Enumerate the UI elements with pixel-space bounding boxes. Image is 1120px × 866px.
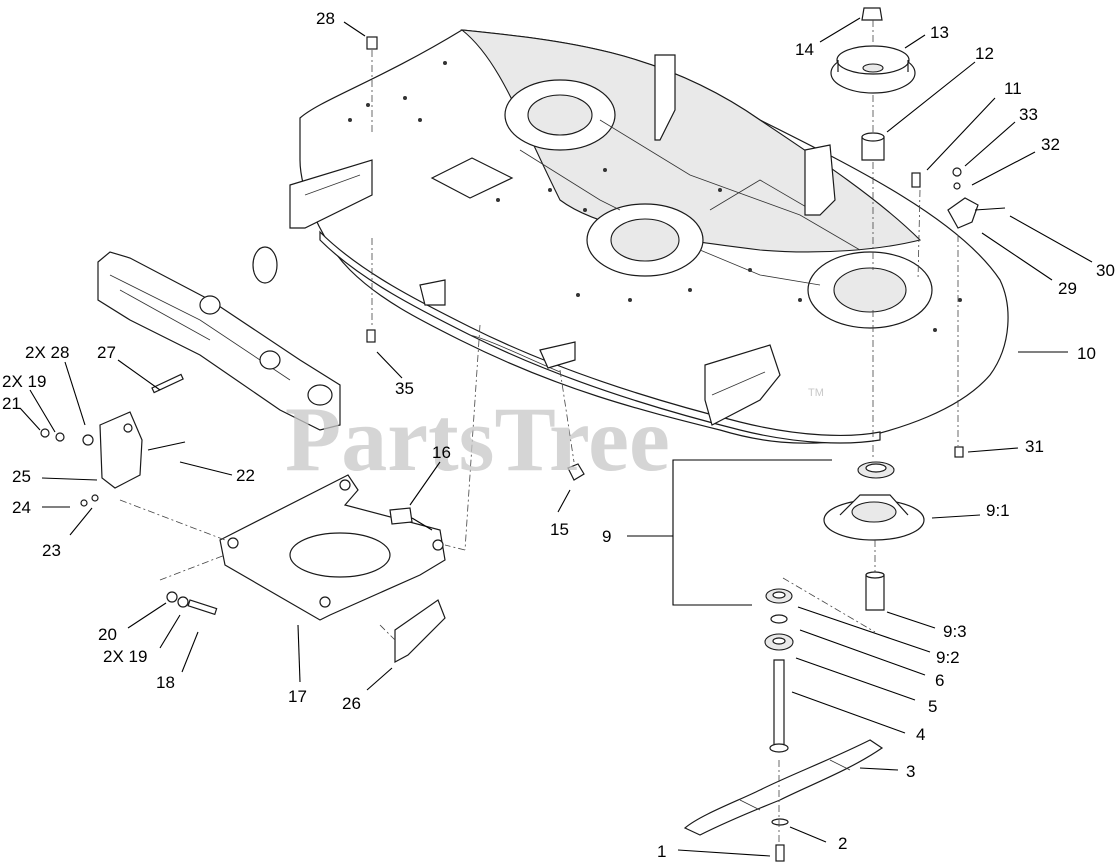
callout-14: 14 (795, 40, 814, 59)
callout-6: 6 (935, 671, 944, 690)
callout-2x19-upper: 2X 19 (2, 372, 46, 391)
spindle-assembly (683, 461, 925, 862)
callout-30: 30 (1096, 261, 1115, 280)
callout-9: 9 (602, 527, 611, 546)
callout-9-1: 9:1 (986, 501, 1010, 520)
watermark-text: PartsTree (285, 388, 670, 490)
callout-5: 5 (928, 697, 937, 716)
callout-24: 24 (12, 498, 31, 517)
mower-deck (289, 29, 1009, 458)
pulley-stack (830, 7, 916, 460)
callout-20: 20 (98, 625, 117, 644)
leader-lines (19, 17, 1093, 857)
mount-plate-17 (119, 474, 446, 664)
callout-10: 10 (1077, 344, 1096, 363)
callout-2: 2 (838, 834, 847, 853)
callout-16: 16 (432, 443, 451, 462)
callout-27: 27 (97, 343, 116, 362)
callout-4: 4 (916, 725, 925, 744)
callout-23: 23 (42, 541, 61, 560)
callout-9-2: 9:2 (936, 648, 960, 667)
callout-25: 25 (12, 467, 31, 486)
callout-22: 22 (236, 466, 255, 485)
lift-arm (97, 246, 341, 431)
watermark-tm: TM (808, 387, 824, 399)
callout-11: 11 (1004, 79, 1022, 98)
callout-32: 32 (1041, 135, 1060, 154)
callout-18: 18 (156, 673, 175, 692)
mount-bracket-25 (40, 373, 186, 507)
callout-13: 13 (930, 23, 949, 42)
part-15 (567, 463, 585, 481)
callout-2x28: 2X 28 (25, 343, 69, 362)
callout-labels: 1 2 3 4 5 6 9:2 9:3 9 9:1 31 10 29 30 32… (2, 9, 1115, 861)
callout-29: 29 (1058, 279, 1077, 298)
callout-17: 17 (288, 687, 307, 706)
callout-15: 15 (550, 520, 569, 539)
callout-1: 1 (657, 842, 666, 861)
callout-21: 21 (2, 394, 21, 413)
callout-3: 3 (906, 762, 915, 781)
callout-35: 35 (395, 379, 414, 398)
callout-28: 28 (316, 9, 335, 28)
callout-33: 33 (1019, 105, 1038, 124)
callout-2x19-lower: 2X 19 (103, 647, 147, 666)
callout-31: 31 (1025, 437, 1044, 456)
callout-12: 12 (975, 44, 994, 63)
callout-26: 26 (342, 694, 361, 713)
callout-9-3: 9:3 (943, 622, 967, 641)
deck-bolt-holes (348, 61, 962, 332)
